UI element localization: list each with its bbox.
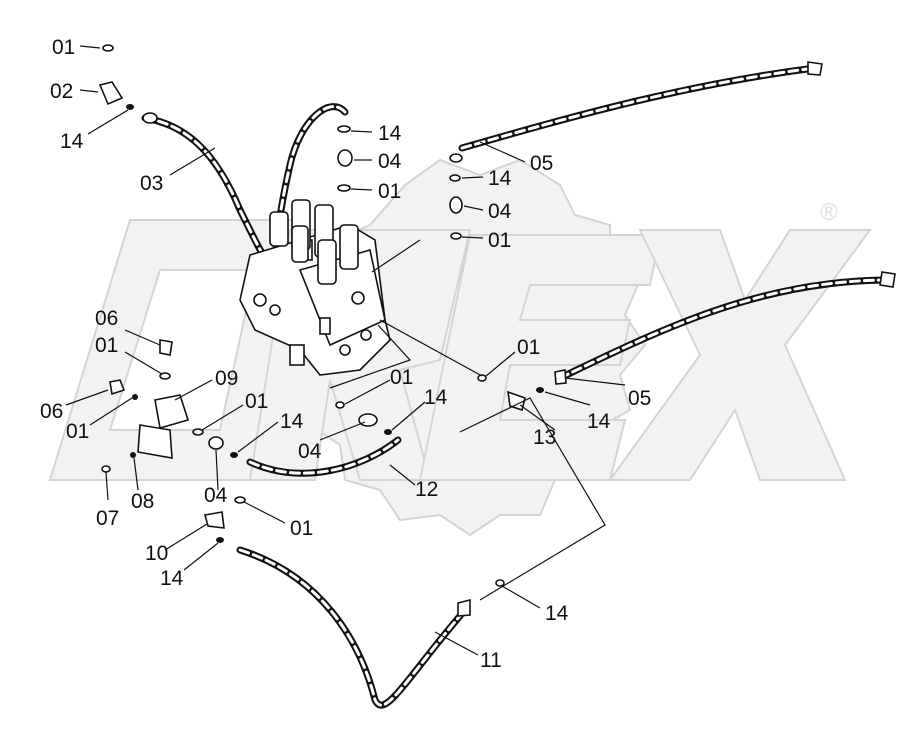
part-labels: 01 02 14 03 14 04 01 05 14 04 01 06 01 0… xyxy=(40,36,651,672)
label-04: 04 xyxy=(378,150,402,173)
label-14: 14 xyxy=(587,410,611,433)
hose-11 xyxy=(236,546,469,709)
label-01: 01 xyxy=(390,366,413,389)
label-09: 09 xyxy=(215,367,238,390)
plate-08 xyxy=(137,424,173,459)
label-01: 01 xyxy=(517,336,540,359)
label-05: 05 xyxy=(628,387,651,410)
label-12: 12 xyxy=(415,478,438,501)
label-14: 14 xyxy=(60,130,84,153)
label-14: 14 xyxy=(160,567,184,590)
label-04: 04 xyxy=(204,484,228,507)
elbow-10 xyxy=(203,511,225,529)
label-11: 11 xyxy=(480,649,502,672)
label-14: 14 xyxy=(488,167,512,190)
hoses xyxy=(141,64,894,709)
label-01: 01 xyxy=(245,390,268,413)
label-01: 01 xyxy=(488,229,511,252)
label-14: 14 xyxy=(545,602,569,625)
label-06: 06 xyxy=(95,307,118,330)
hose-05-upper xyxy=(458,64,819,152)
label-05: 05 xyxy=(530,152,553,175)
connection-lines xyxy=(329,239,606,601)
label-04: 04 xyxy=(298,440,322,463)
label-10: 10 xyxy=(145,542,168,565)
label-08: 08 xyxy=(131,490,154,513)
label-03: 03 xyxy=(140,172,163,195)
label-07: 07 xyxy=(96,507,119,530)
adapter-04 xyxy=(337,149,353,167)
watermark-registered: ® xyxy=(820,199,838,226)
label-01: 01 xyxy=(52,36,75,59)
label-14: 14 xyxy=(424,386,448,409)
label-06: 06 xyxy=(40,400,63,423)
label-01: 01 xyxy=(290,517,313,540)
elbow-02 xyxy=(98,81,124,106)
oring-01 xyxy=(102,44,114,52)
label-01: 01 xyxy=(66,420,89,443)
label-04: 04 xyxy=(488,200,512,223)
label-13: 13 xyxy=(533,426,556,449)
leader-lines xyxy=(65,45,626,656)
control-valve-block xyxy=(239,199,391,376)
block-09 xyxy=(154,394,190,430)
label-02: 02 xyxy=(50,80,73,103)
label-01: 01 xyxy=(378,180,401,203)
label-14: 14 xyxy=(378,122,402,145)
label-14: 14 xyxy=(280,410,304,433)
watermark: ® xyxy=(48,158,872,537)
label-01: 01 xyxy=(95,334,118,357)
